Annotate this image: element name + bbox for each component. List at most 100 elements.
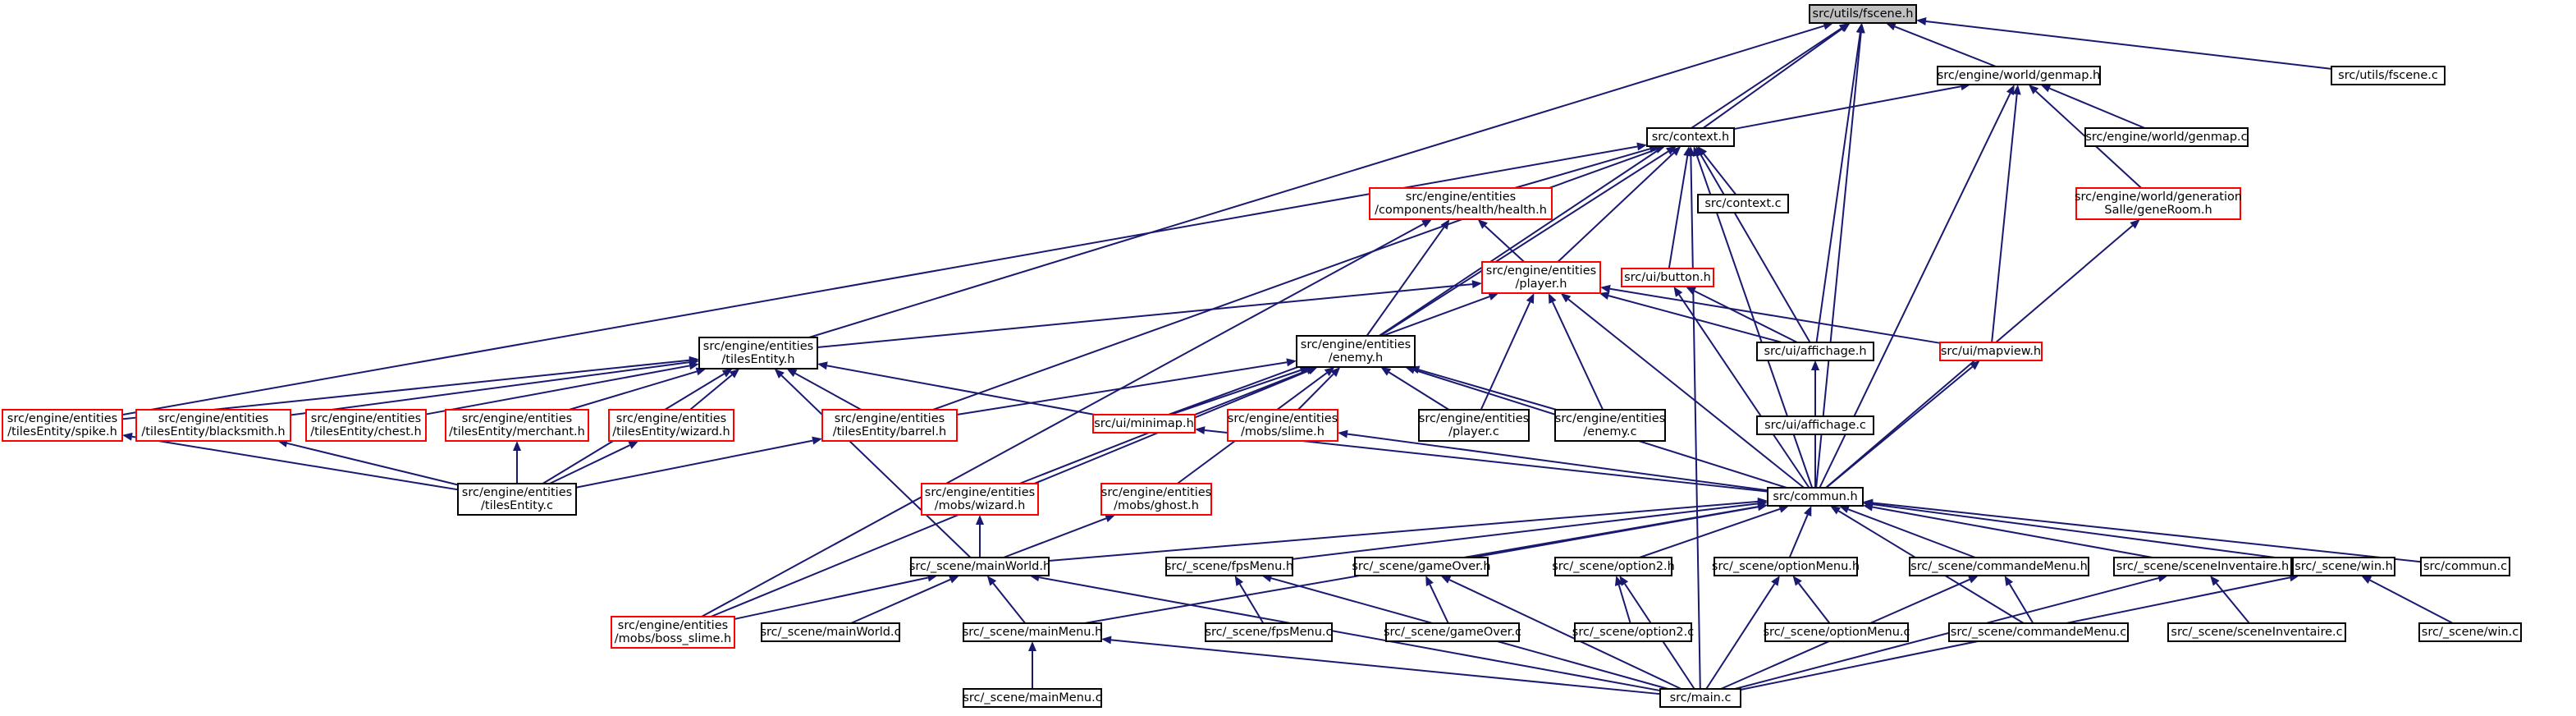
node-box[interactable] xyxy=(2,409,123,442)
node-health-h[interactable]: src/engine/entities/components/health/he… xyxy=(1369,187,1553,220)
node-win-c[interactable]: src/_scene/win.c xyxy=(2418,622,2522,642)
node-context-c[interactable]: src/context.c xyxy=(1697,194,1789,213)
node-slime-h[interactable]: src/engine/entities/mobs/slime.h xyxy=(1227,409,1338,442)
node-player-c[interactable]: src/engine/entities/player.c xyxy=(1418,409,1530,442)
node-box[interactable] xyxy=(135,409,291,442)
node-box[interactable] xyxy=(1165,557,1293,576)
node-box[interactable] xyxy=(1767,487,1864,507)
node-fpsmenu-c[interactable]: src/_scene/fpsMenu.c xyxy=(1205,622,1333,642)
node-commandemenu-c[interactable]: src/_scene/commandeMenu.c xyxy=(1948,622,2129,642)
node-context-h[interactable]: src/context.h xyxy=(1646,127,1735,147)
node-box[interactable] xyxy=(963,688,1102,708)
node-box[interactable] xyxy=(1756,415,1874,435)
node-box[interactable] xyxy=(1937,66,2101,85)
node-mainworld-c[interactable]: src/_scene/mainWorld.c xyxy=(760,622,901,642)
node-box[interactable] xyxy=(1659,688,1741,708)
node-box[interactable] xyxy=(1418,409,1530,442)
node-spike-h[interactable]: src/engine/entities/tilesEntity/spike.h xyxy=(2,409,123,442)
node-enemy-h[interactable]: src/engine/entities/enemy.h xyxy=(1296,335,1416,368)
node-option2-h[interactable]: src/_scene/option2.h xyxy=(1552,557,1675,576)
node-box[interactable] xyxy=(457,483,577,516)
node-box[interactable] xyxy=(445,409,589,442)
node-box[interactable] xyxy=(1554,409,1666,442)
node-box[interactable] xyxy=(1909,557,2089,576)
node-box[interactable] xyxy=(698,337,818,369)
node-box[interactable] xyxy=(1646,127,1735,147)
node-generoom-h[interactable]: src/engine/world/generationSalle/geneRoo… xyxy=(2075,187,2242,220)
node-box[interactable] xyxy=(305,409,427,442)
node-mainmenu-h[interactable]: src/_scene/mainMenu.h xyxy=(963,622,1103,642)
node-box[interactable] xyxy=(2075,187,2241,220)
node-box[interactable] xyxy=(611,616,735,649)
node-mapview-h[interactable]: src/ui/mapview.h xyxy=(1939,342,2043,361)
node-box[interactable] xyxy=(1948,622,2129,642)
node-box[interactable] xyxy=(963,622,1102,642)
node-commun-h[interactable]: src/commun.h xyxy=(1767,487,1864,507)
node-box[interactable] xyxy=(2418,622,2522,642)
node-box[interactable] xyxy=(2292,557,2395,576)
node-commandemenu-h[interactable]: src/_scene/commandeMenu.h xyxy=(1909,557,2089,576)
node-commun-c[interactable]: src/commun.c xyxy=(2420,557,2510,576)
node-box[interactable] xyxy=(1385,622,1520,642)
node-box[interactable] xyxy=(2084,127,2249,147)
node-enemy-c[interactable]: src/engine/entities/enemy.c xyxy=(1554,409,1666,442)
node-box[interactable] xyxy=(1296,335,1416,368)
node-mainmenu-c[interactable]: src/_scene/mainMenu.c xyxy=(963,688,1102,708)
node-minimap-h[interactable]: src/ui/minimap.h xyxy=(1092,414,1196,434)
node-box[interactable] xyxy=(1227,409,1338,442)
node-box[interactable] xyxy=(1369,187,1553,220)
node-mobwizard-h[interactable]: src/engine/entities/mobs/wizard.h xyxy=(921,483,1039,516)
node-box[interactable] xyxy=(1697,194,1789,213)
node-merchant-h[interactable]: src/engine/entities/tilesEntity/merchant… xyxy=(445,409,589,442)
node-affichage-h[interactable]: src/ui/affichage.h xyxy=(1756,342,1874,361)
node-box[interactable] xyxy=(1621,268,1714,287)
node-tilesentity-c[interactable]: src/engine/entities/tilesEntity.c xyxy=(457,483,577,516)
node-box[interactable] xyxy=(1205,622,1333,642)
node-box[interactable] xyxy=(2167,622,2346,642)
node-optionmenu-c[interactable]: src/_scene/optionMenu.c xyxy=(1764,622,1910,642)
node-box[interactable] xyxy=(1764,622,1909,642)
node-box[interactable] xyxy=(1354,557,1489,576)
node-chest-h[interactable]: src/engine/entities/tilesEntity/chest.h xyxy=(305,409,427,442)
node-genmap-h[interactable]: src/engine/world/genmap.h xyxy=(1937,66,2101,85)
node-sceneinventaire-h[interactable]: src/_scene/sceneInventaire.h xyxy=(2113,557,2292,576)
node-box[interactable] xyxy=(1481,261,1601,294)
node-affichage-c[interactable]: src/ui/affichage.c xyxy=(1756,415,1874,435)
node-box[interactable] xyxy=(1100,483,1212,516)
node-fscene-c[interactable]: src/utils/fscene.c xyxy=(2331,66,2446,85)
node-wizardtile-h[interactable]: src/engine/entities/tilesEntity/wizard.h xyxy=(608,409,734,442)
node-blacksmith-h[interactable]: src/engine/entities/tilesEntity/blacksmi… xyxy=(135,409,291,442)
node-fpsmenu-h[interactable]: src/_scene/fpsMenu.h xyxy=(1165,557,1293,576)
node-box[interactable] xyxy=(2331,66,2446,85)
node-box[interactable] xyxy=(1574,622,1692,642)
node-box[interactable] xyxy=(1756,342,1874,361)
node-barrel-h[interactable]: src/engine/entities/tilesEntity/barrel.h xyxy=(821,409,958,442)
node-genmap-c[interactable]: src/engine/world/genmap.c xyxy=(2084,127,2249,147)
node-player-h[interactable]: src/engine/entities/player.h xyxy=(1481,261,1601,294)
node-box[interactable] xyxy=(761,622,900,642)
node-ghost-h[interactable]: src/engine/entities/mobs/ghost.h xyxy=(1100,483,1212,516)
node-box[interactable] xyxy=(1714,557,1858,576)
node-box[interactable] xyxy=(1939,342,2043,361)
node-box[interactable] xyxy=(2420,557,2510,576)
node-sceneinventaire-c[interactable]: src/_scene/sceneInventaire.c xyxy=(2167,622,2346,642)
node-button-h[interactable]: src/ui/button.h xyxy=(1621,268,1714,287)
node-option2-c[interactable]: src/_scene/option2.c xyxy=(1572,622,1694,642)
node-box[interactable] xyxy=(1092,414,1196,434)
node-box[interactable] xyxy=(821,409,958,442)
node-boss-slime-h[interactable]: src/engine/entities/mobs/boss_slime.h xyxy=(611,616,735,649)
node-box[interactable] xyxy=(1809,4,1917,24)
node-box[interactable] xyxy=(921,483,1039,516)
node-mainworld-h[interactable]: src/_scene/mainWorld.h xyxy=(909,557,1050,576)
node-gameover-h[interactable]: src/_scene/gameOver.h xyxy=(1352,557,1491,576)
node-box[interactable] xyxy=(2113,557,2292,576)
node-main-c[interactable]: src/main.c xyxy=(1659,688,1741,708)
node-fscene-h[interactable]: src/utils/fscene.h xyxy=(1809,4,1917,24)
node-box[interactable] xyxy=(608,409,734,442)
node-optionmenu-h[interactable]: src/_scene/optionMenu.h xyxy=(1712,557,1860,576)
node-box[interactable] xyxy=(1554,557,1672,576)
node-tilesentity-h[interactable]: src/engine/entities/tilesEntity.h xyxy=(698,337,818,369)
node-win-h[interactable]: src/_scene/win.h xyxy=(2292,557,2395,576)
node-gameover-c[interactable]: src/_scene/gameOver.c xyxy=(1384,622,1521,642)
node-box[interactable] xyxy=(910,557,1050,576)
